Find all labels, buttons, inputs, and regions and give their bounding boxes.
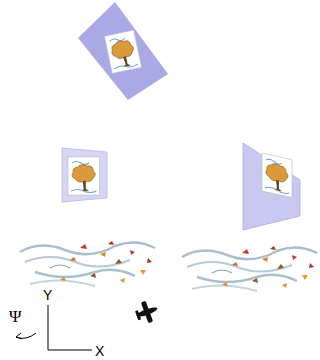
axis-label: Y xyxy=(43,288,52,302)
axis-label: X xyxy=(95,344,104,358)
axis-label: Ψ xyxy=(9,308,22,325)
